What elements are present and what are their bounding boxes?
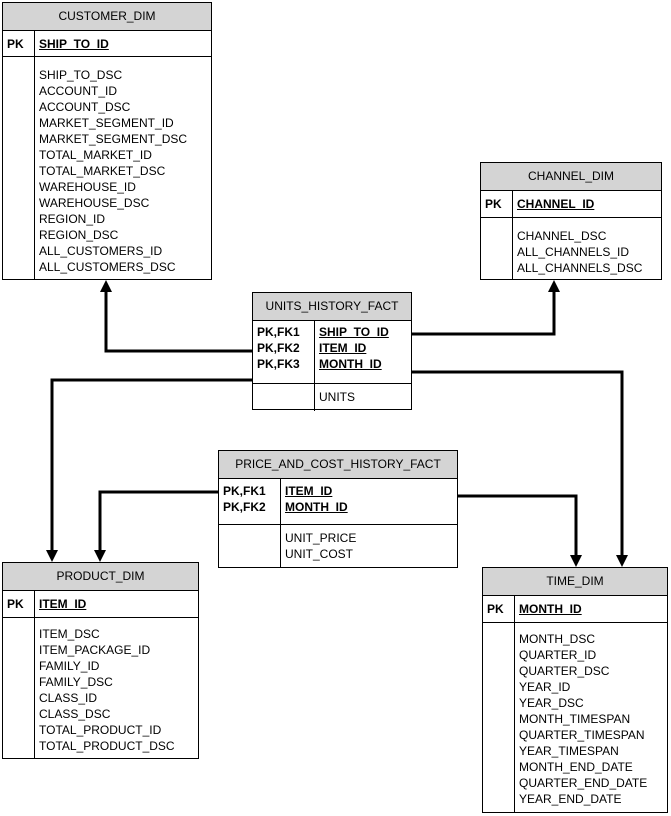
attribute-field: TOTAL_MARKET_ID bbox=[39, 148, 152, 162]
attribute-field: YEAR_TIMESPAN bbox=[519, 744, 619, 758]
connector-units-to-product bbox=[50, 378, 252, 551]
entity-product-dim[interactable]: PRODUCT_DIM PK ITEM_ID ITEM_DSC ITEM_PAC… bbox=[2, 562, 199, 759]
attribute-field: ALL_CUSTOMERS_DSC bbox=[39, 260, 176, 274]
attribute-field: SHIP_TO_DSC bbox=[39, 68, 123, 82]
entity-title: CHANNEL_DIM bbox=[481, 163, 661, 191]
entity-title: PRODUCT_DIM bbox=[3, 563, 198, 591]
attribute-field: ALL_CHANNELS_DSC bbox=[517, 261, 643, 275]
entity-units-history-fact[interactable]: UNITS_HISTORY_FACT PK,FK1 PK,FK2 PK,FK3 … bbox=[252, 292, 412, 411]
key-label: PK bbox=[485, 197, 502, 211]
attribute-field: ALL_CHANNELS_ID bbox=[517, 245, 630, 259]
key-label: PK,FK2 bbox=[257, 341, 300, 355]
connector-units-to-customer bbox=[104, 290, 252, 353]
primary-key-field: ITEM_ID bbox=[285, 484, 333, 498]
attribute-field: QUARTER_TIMESPAN bbox=[519, 728, 645, 742]
attribute-field: TOTAL_PRODUCT_ID bbox=[39, 723, 162, 737]
primary-key-field: MONTH_ID bbox=[319, 357, 382, 371]
attribute-field: MONTH_TIMESPAN bbox=[519, 712, 631, 726]
entity-title: TIME_DIM bbox=[483, 568, 667, 596]
key-label: PK bbox=[487, 602, 504, 616]
attribute-field: UNIT_PRICE bbox=[285, 531, 357, 545]
entity-title: CUSTOMER_DIM bbox=[3, 3, 211, 31]
attribute-field: QUARTER_ID bbox=[519, 648, 597, 662]
entity-customer-dim[interactable]: CUSTOMER_DIM PK SHIP_TO_ID SHIP_TO_DSC A… bbox=[2, 2, 212, 280]
key-label: PK,FK1 bbox=[223, 484, 266, 498]
arrowhead-time-1 bbox=[570, 555, 582, 567]
entity-title: PRICE_AND_COST_HISTORY_FACT bbox=[219, 451, 457, 479]
connector-units-to-time bbox=[412, 370, 624, 556]
attribute-field: ACCOUNT_ID bbox=[39, 84, 118, 98]
attribute-field: MONTH_END_DATE bbox=[519, 760, 633, 774]
arrowhead-product-2 bbox=[94, 550, 106, 562]
primary-key-field: SHIP_TO_ID bbox=[319, 325, 389, 339]
key-label: PK,FK1 bbox=[257, 325, 300, 339]
attribute-field: MONTH_DSC bbox=[519, 632, 596, 646]
attribute-field: QUARTER_END_DATE bbox=[519, 776, 648, 790]
attribute-field: REGION_ID bbox=[39, 212, 106, 226]
attribute-field: TOTAL_PRODUCT_DSC bbox=[39, 739, 175, 753]
attribute-field: YEAR_ID bbox=[519, 680, 571, 694]
primary-key-field: CHANNEL_ID bbox=[517, 197, 595, 211]
connector-price-to-product bbox=[98, 490, 218, 551]
entity-title: UNITS_HISTORY_FACT bbox=[253, 293, 411, 321]
attribute-field: FAMILY_DSC bbox=[39, 675, 113, 689]
attribute-field: CLASS_DSC bbox=[39, 707, 111, 721]
attribute-field: ITEM_DSC bbox=[39, 627, 100, 641]
attribute-field: ITEM_PACKAGE_ID bbox=[39, 643, 151, 657]
attribute-field: MARKET_SEGMENT_ID bbox=[39, 116, 174, 130]
attribute-field: UNITS bbox=[319, 390, 355, 404]
primary-key-field: MONTH_ID bbox=[519, 602, 582, 616]
key-label: PK,FK2 bbox=[223, 500, 266, 514]
attribute-field: ACCOUNT_DSC bbox=[39, 100, 131, 114]
arrowhead-time-2 bbox=[616, 555, 628, 567]
attribute-field: REGION_DSC bbox=[39, 228, 119, 242]
attribute-field: YEAR_END_DATE bbox=[519, 792, 622, 806]
attribute-field: ALL_CUSTOMERS_ID bbox=[39, 244, 163, 258]
key-label: PK,FK3 bbox=[257, 357, 300, 371]
attribute-field: MARKET_SEGMENT_DSC bbox=[39, 132, 188, 146]
key-label: PK bbox=[7, 597, 24, 611]
primary-key-field: SHIP_TO_ID bbox=[39, 37, 109, 51]
attribute-field: YEAR_DSC bbox=[519, 696, 584, 710]
arrowhead-customer bbox=[100, 280, 112, 292]
entity-time-dim[interactable]: TIME_DIM PK MONTH_ID MONTH_DSC QUARTER_I… bbox=[482, 567, 668, 813]
attribute-field: CLASS_ID bbox=[39, 691, 98, 705]
entity-price-and-cost-history-fact[interactable]: PRICE_AND_COST_HISTORY_FACT PK,FK1 PK,FK… bbox=[218, 450, 458, 568]
attribute-field: TOTAL_MARKET_DSC bbox=[39, 164, 166, 178]
attribute-field: FAMILY_ID bbox=[39, 659, 100, 673]
attribute-field: CHANNEL_DSC bbox=[517, 229, 607, 243]
primary-key-field: ITEM_ID bbox=[319, 341, 367, 355]
arrowhead-product-1 bbox=[46, 550, 58, 562]
entity-channel-dim[interactable]: CHANNEL_DIM PK CHANNEL_ID CHANNEL_DSC AL… bbox=[480, 162, 662, 280]
attribute-field: WAREHOUSE_DSC bbox=[39, 196, 150, 210]
primary-key-field: MONTH_ID bbox=[285, 500, 348, 514]
attribute-field: UNIT_COST bbox=[285, 547, 354, 561]
connector-units-to-channel bbox=[412, 290, 556, 336]
connector-price-to-time bbox=[458, 494, 578, 556]
primary-key-field: ITEM_ID bbox=[39, 597, 87, 611]
key-label: PK bbox=[7, 37, 24, 51]
attribute-field: WAREHOUSE_ID bbox=[39, 180, 136, 194]
attribute-field: QUARTER_DSC bbox=[519, 664, 610, 678]
arrowhead-channel bbox=[548, 280, 560, 292]
